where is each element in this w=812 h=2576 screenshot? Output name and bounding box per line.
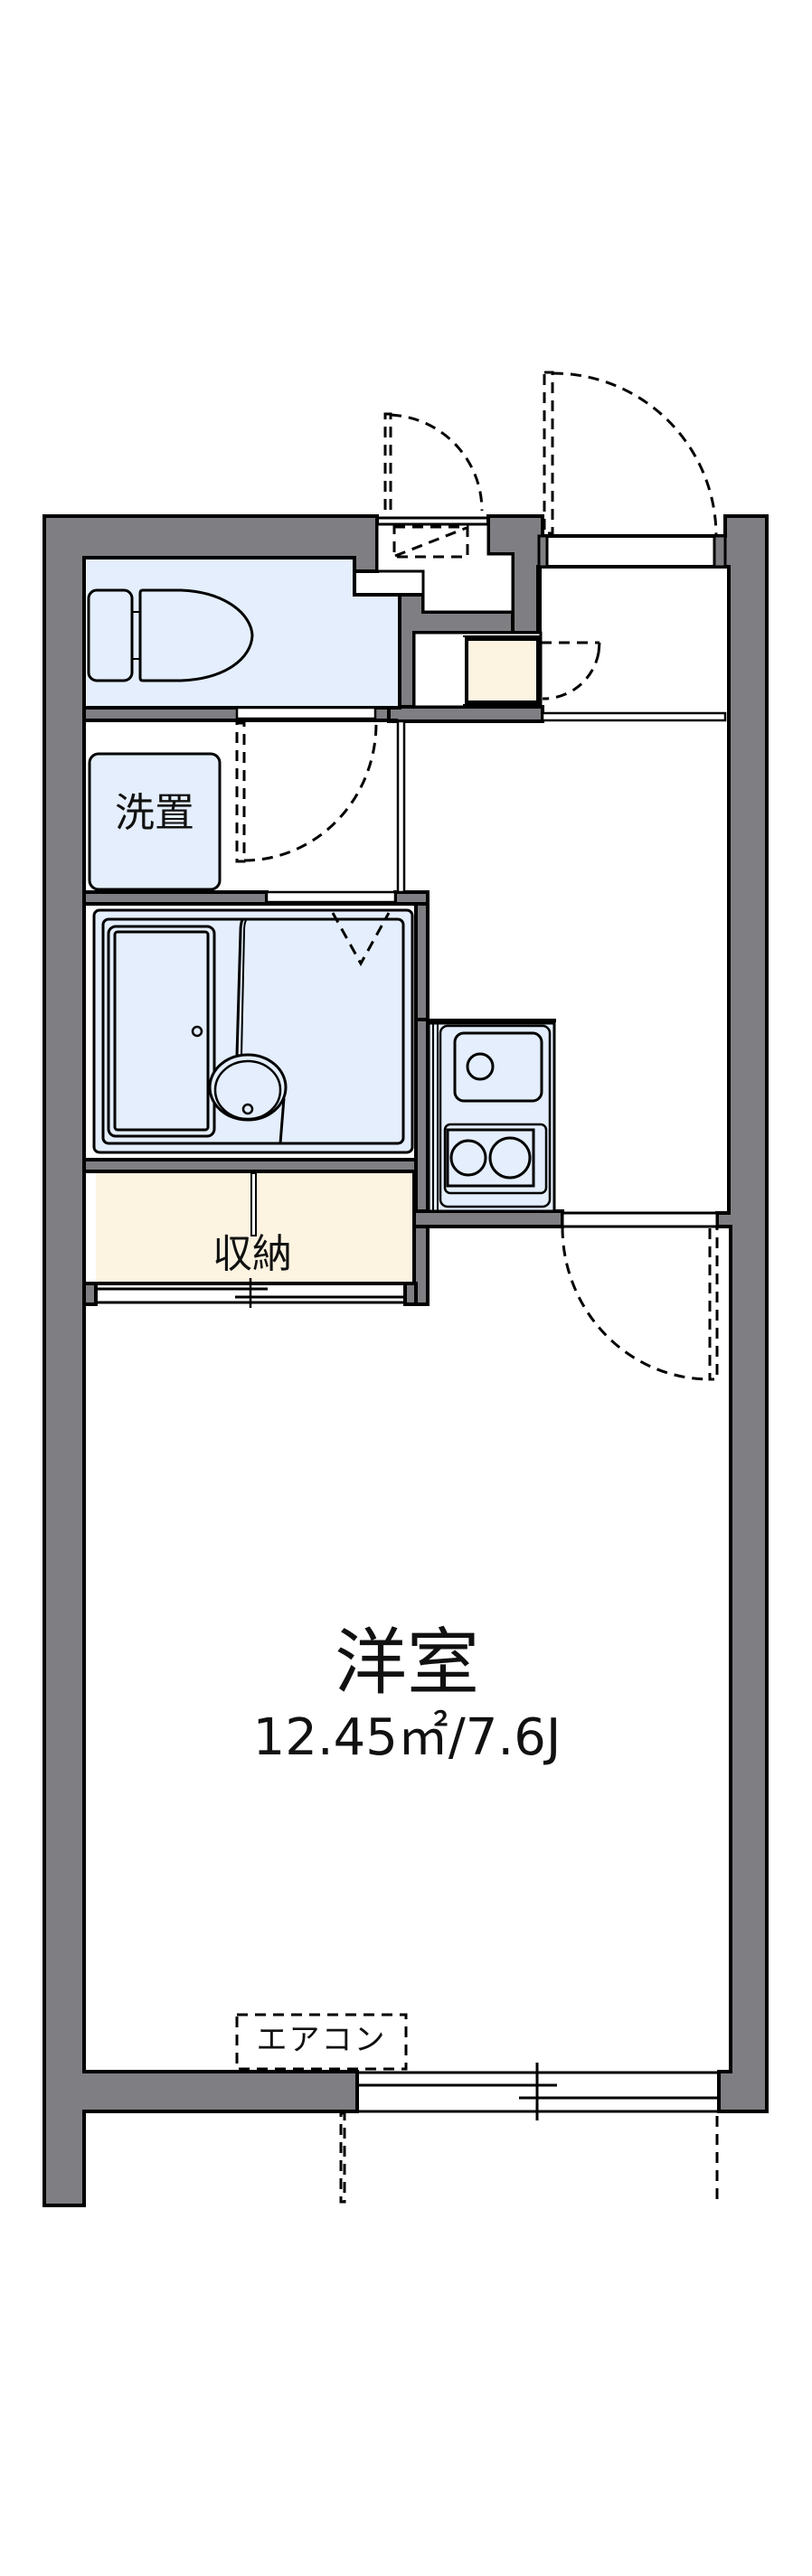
window[interactable]	[357, 2063, 721, 2120]
storage-label: 収納	[212, 1231, 292, 1277]
kitchen	[427, 1019, 556, 1213]
toilet-bowl	[138, 588, 254, 682]
unit-bath	[82, 902, 418, 1161]
shoe-cabinet	[412, 631, 727, 722]
air-conditioner	[235, 2013, 408, 2071]
room-door[interactable]	[426, 1211, 719, 1381]
room-name: 洋室	[335, 1621, 479, 1705]
air-conditioner-label: エアコン	[256, 2022, 387, 2058]
toilet-tank	[87, 588, 134, 682]
meter-niche	[375, 412, 515, 614]
entrance[interactable]	[537, 371, 729, 633]
balcony-edges	[339, 2111, 719, 2204]
washer-space-label: 洗置	[115, 790, 194, 836]
toilet-room	[84, 556, 401, 710]
room-area: 12.45㎡/7.6J	[252, 1708, 562, 1767]
storage-closet	[82, 1170, 416, 1308]
washroom	[84, 706, 406, 904]
kitchen-sink	[453, 1031, 543, 1103]
